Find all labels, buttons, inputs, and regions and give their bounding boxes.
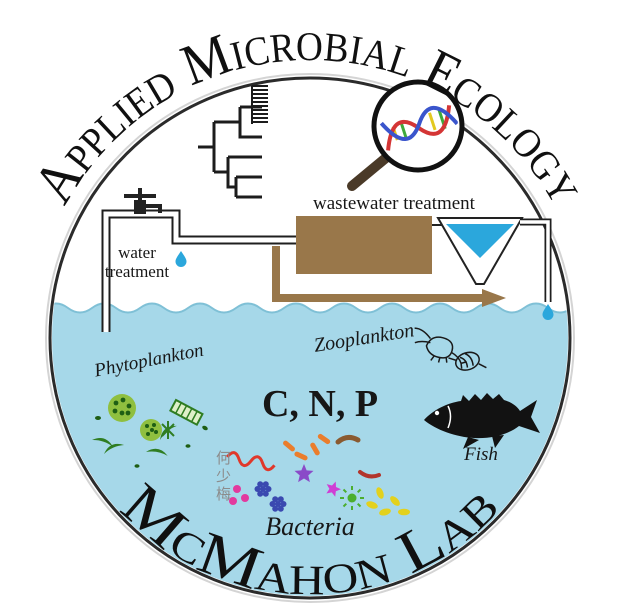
signature-vertical-text: 何少梅 bbox=[214, 450, 230, 504]
fish-label: Fish bbox=[463, 444, 498, 465]
bacteria-label: Bacteria bbox=[265, 512, 355, 541]
effluent-pipe bbox=[520, 218, 552, 302]
cocci-cluster-icon bbox=[269, 496, 287, 512]
yeast-ovals-icon bbox=[366, 487, 410, 516]
water-treatment-label-line1: water bbox=[118, 243, 156, 262]
algae-star-icon bbox=[161, 421, 175, 439]
flow-arrow-icon bbox=[272, 246, 506, 307]
copepod-icon bbox=[414, 327, 467, 369]
water-pipes bbox=[101, 209, 296, 332]
dna-helix-icon bbox=[379, 105, 459, 151]
star-microbe-icon bbox=[326, 481, 341, 497]
clarifier-water bbox=[446, 224, 514, 258]
curved-rod-icon bbox=[358, 470, 381, 479]
pink-cocci-icon bbox=[229, 485, 249, 505]
ostracod-icon bbox=[448, 351, 487, 371]
cocci-cluster-icon bbox=[254, 481, 272, 497]
bacteria-icons bbox=[226, 433, 410, 516]
aeration-tank-icon bbox=[296, 216, 432, 274]
faucet-icon bbox=[124, 188, 162, 214]
dna-magnifier-icon bbox=[347, 79, 465, 191]
flow-path bbox=[272, 246, 482, 302]
clarifier-funnel-icon bbox=[436, 217, 524, 285]
spirochete-icon bbox=[226, 451, 276, 472]
sun-microbe-icon bbox=[340, 486, 364, 510]
fish-silhouette-icon bbox=[424, 393, 540, 449]
vibrio-icon bbox=[335, 434, 361, 445]
phytoplankton-icons bbox=[92, 394, 208, 468]
nutrients-label: C, N, P bbox=[262, 383, 378, 425]
star-microbe-icon bbox=[294, 464, 314, 483]
sequencer-comb-icon bbox=[251, 85, 268, 124]
algae-crescent-icon bbox=[146, 448, 168, 456]
wastewater-treatment-label: wastewater treatment bbox=[313, 193, 476, 214]
diatom-icon bbox=[169, 398, 204, 427]
outer-ring bbox=[45, 73, 575, 603]
water-fill bbox=[52, 303, 568, 596]
lens-ring bbox=[371, 79, 465, 173]
algae-crescent-icon bbox=[92, 438, 113, 447]
water-treatment-label-line2: treatment bbox=[105, 262, 169, 281]
algae-crescent-icon bbox=[104, 443, 125, 454]
rod-bacteria-icon bbox=[283, 433, 331, 461]
flow-arrowhead bbox=[482, 289, 506, 307]
magnifier-handle bbox=[347, 152, 392, 191]
